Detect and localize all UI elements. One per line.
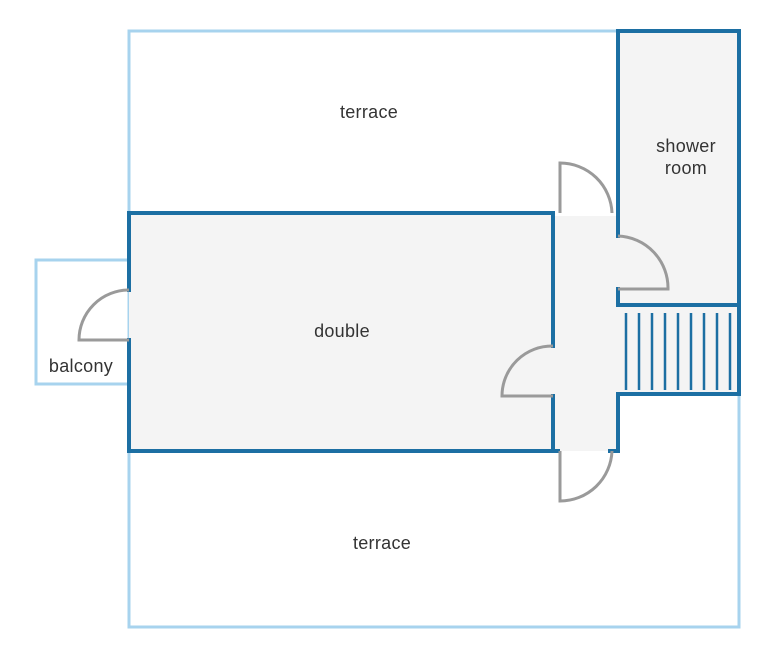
terrace-top-label: terrace <box>340 102 398 122</box>
room-fills <box>129 31 739 451</box>
door-double-to-hall[interactable] <box>500 344 554 398</box>
interior-walls <box>127 29 741 453</box>
double-room-fill <box>129 213 553 451</box>
shower-room-fill <box>618 31 739 305</box>
shower-room-label-line2: room <box>665 158 707 178</box>
double-room-label: double <box>314 321 370 341</box>
door-hall-to-terrace-bottom[interactable] <box>558 450 614 503</box>
balcony-label: balcony <box>49 356 113 376</box>
terrace-bottom-label: terrace <box>353 533 411 553</box>
door-hall-to-terrace-top[interactable] <box>558 161 614 214</box>
door-shower-room[interactable] <box>617 234 670 291</box>
hall-fill <box>553 216 618 451</box>
shower-room-label-line1: shower <box>656 136 716 156</box>
staircase <box>624 313 732 390</box>
door-balcony[interactable] <box>77 288 130 342</box>
doors <box>77 161 670 503</box>
